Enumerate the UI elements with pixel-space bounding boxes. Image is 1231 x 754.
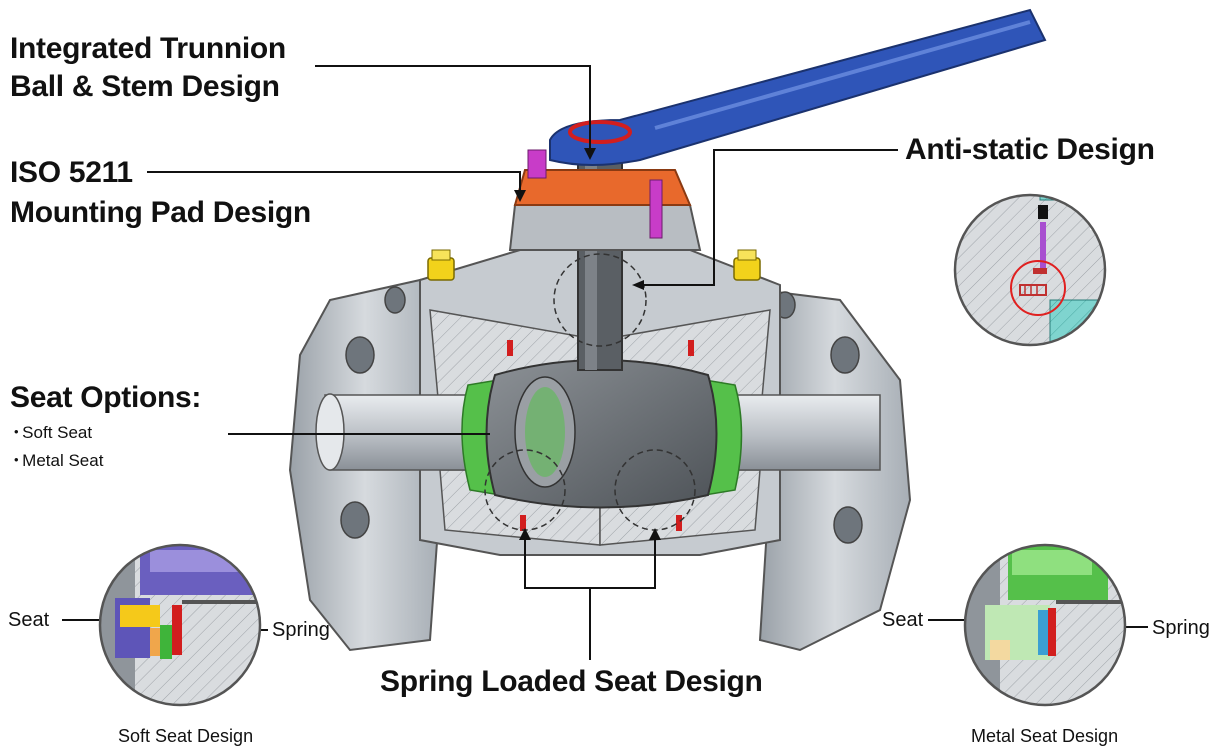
iso-label-line1: ISO 5211 <box>10 156 133 189</box>
soft-seat-caption: Soft Seat Design <box>118 726 254 746</box>
metal-seat-caption: Metal Seat Design <box>971 726 1119 746</box>
trunnion-label-line2: Ball & Stem Design <box>10 70 280 103</box>
seat-options-heading: Seat Options: <box>10 381 202 414</box>
iso-label-line2: Mounting Pad Design <box>10 196 311 229</box>
anti-static-detail-magnifier <box>953 193 1107 347</box>
trunnion-label-line1: Integrated Trunnion <box>10 32 286 65</box>
leader-lines <box>62 65 1148 660</box>
soft-seat-label: Seat <box>8 609 50 631</box>
metal-spring-label: Spring <box>1152 617 1210 639</box>
bolt-left <box>427 249 455 281</box>
leader-arrowheads <box>514 148 661 540</box>
bolt-right <box>733 249 761 281</box>
metal-seat-label: Seat <box>882 609 924 631</box>
soft-seat-detail-magnifier <box>98 543 262 707</box>
anti-static-label: Anti-static Design <box>905 133 1155 166</box>
metal-seat-detail-magnifier <box>963 543 1127 707</box>
seat-option-item: Soft Seat <box>14 424 92 441</box>
bore <box>324 394 481 471</box>
soft-spring-label: Spring <box>272 619 330 641</box>
spring-loaded-label: Spring Loaded Seat Design <box>380 665 763 698</box>
mounting-pad <box>508 204 702 251</box>
seat-option-item: Metal Seat <box>14 452 103 469</box>
valve-cutaway <box>288 8 1047 652</box>
